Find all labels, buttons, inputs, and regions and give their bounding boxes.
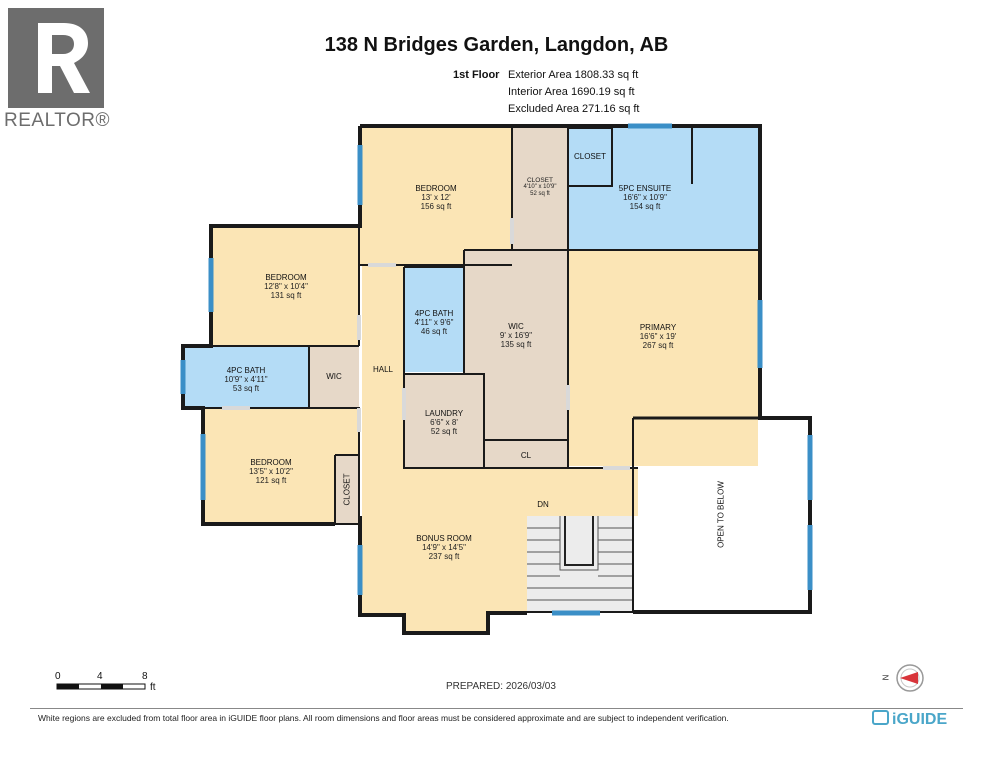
scale-bar	[56, 683, 146, 690]
room-name: 4PC BATH	[414, 309, 454, 318]
room-dims: 4'10" x 10'9"	[523, 184, 557, 190]
footer-divider	[30, 708, 963, 709]
room-area: 135 sq ft	[500, 340, 532, 349]
room-bedroom-top: BEDROOM 13' x 12' 156 sq ft	[400, 184, 472, 211]
room-bedroom-left: BEDROOM 12'8" x 10'4" 131 sq ft	[246, 273, 326, 300]
room-closet-small: CLOSET 4'10" x 10'9" 52 sq ft	[512, 177, 568, 198]
room-laundry: LAUNDRY 6'6" x 8' 52 sq ft	[404, 409, 484, 436]
room-area: 237 sq ft	[428, 552, 460, 561]
compass-icon	[896, 664, 924, 692]
room-dims: 12'8" x 10'4"	[264, 282, 308, 291]
iguide-logo: iGUIDE	[872, 710, 947, 729]
cl-fill	[484, 440, 568, 468]
room-name: WIC	[508, 322, 524, 331]
page-title: 138 N Bridges Garden, Langdon, AB	[324, 34, 669, 56]
room-name: BEDROOM	[415, 184, 457, 193]
room-area: 52 sq ft	[530, 191, 550, 197]
room-dims: 16'6" x 19'	[639, 332, 677, 341]
room-name: CL	[520, 451, 532, 460]
landing-fill	[362, 468, 638, 516]
room-area: 131 sq ft	[270, 291, 302, 300]
footer-disclaimer: White regions are excluded from total fl…	[38, 713, 729, 723]
bedroom-left-fill	[213, 226, 359, 346]
room-dims: 16'6" x 10'9"	[623, 193, 667, 202]
iguide-icon	[872, 710, 889, 725]
exterior-area: Exterior Area 1808.33 sq ft	[508, 69, 639, 81]
room-name: BEDROOM	[265, 273, 307, 282]
room-area: 154 sq ft	[629, 202, 661, 211]
room-wic-small: WIC	[309, 372, 359, 381]
room-primary: PRIMARY 16'6" x 19' 267 sq ft	[618, 323, 698, 350]
room-dims: 9' x 16'9"	[499, 331, 533, 340]
wic-small-fill	[309, 346, 359, 408]
room-name: WIC	[326, 372, 342, 381]
room-name: HALL	[372, 365, 393, 374]
room-closet-vertical: CLOSET	[343, 460, 352, 520]
room-area: 156 sq ft	[420, 202, 452, 211]
room-name: CLOSET	[342, 473, 352, 506]
room-dims: 10'9" x 4'11"	[224, 375, 268, 384]
room-hall: HALL	[362, 365, 404, 374]
room-name: OPEN TO BELOW	[716, 481, 726, 548]
room-dims: 4'11" x 9'6"	[414, 318, 454, 327]
room-name: 4PC BATH	[226, 366, 266, 375]
scale-label-0: 0	[55, 671, 61, 682]
closet-small-fill	[512, 128, 568, 250]
stairs-down-label: DN	[528, 500, 558, 509]
compass-label: N	[881, 674, 891, 681]
primary-fill	[568, 250, 758, 466]
room-name: LAUNDRY	[424, 409, 464, 418]
room-bonus: BONUS ROOM 14'9" x 14'5" 237 sq ft	[404, 534, 484, 561]
door-openings	[222, 218, 630, 470]
scale-label-4: 4	[97, 671, 103, 682]
realtor-logo	[8, 8, 104, 108]
room-dims: 13'5" x 10'2"	[249, 467, 293, 476]
room-name: CLOSET	[573, 152, 606, 161]
bath-center-fill	[404, 267, 464, 372]
room-name: DN	[537, 500, 549, 509]
prepared-date: PREPARED: 2026/03/03	[446, 681, 556, 692]
windows	[180, 123, 813, 616]
room-name: 5PC ENSUITE	[618, 184, 672, 193]
bath-left-fill	[183, 346, 309, 408]
room-area: 53 sq ft	[232, 384, 260, 393]
scale-label-8: 8	[142, 671, 148, 682]
room-cl: CL	[484, 451, 568, 460]
iguide-wordmark: iGUIDE	[892, 711, 948, 728]
staircase	[527, 516, 633, 601]
room-area: 46 sq ft	[420, 327, 448, 336]
room-ensuite: 5PC ENSUITE 16'6" x 10'9" 154 sq ft	[605, 184, 685, 211]
floor-label: 1st Floor	[453, 69, 500, 81]
room-name: BEDROOM	[250, 458, 292, 467]
bedroom-top-fill	[360, 128, 512, 265]
room-name: PRIMARY	[639, 323, 677, 332]
scale-unit: ft	[150, 682, 156, 693]
room-bath-left: 4PC BATH 10'9" x 4'11" 53 sq ft	[206, 366, 286, 393]
room-dims: 14'9" x 14'5"	[422, 543, 466, 552]
room-name: CLOSET	[526, 177, 553, 184]
interior-area: Interior Area 1690.19 sq ft	[508, 86, 635, 98]
excluded-area: Excluded Area 271.16 sq ft	[508, 103, 640, 115]
room-bedroom-bottom: BEDROOM 13'5" x 10'2" 121 sq ft	[231, 458, 311, 485]
room-area: 121 sq ft	[255, 476, 287, 485]
bedroom-bottom-fill	[203, 408, 359, 523]
room-wic-main: WIC 9' x 16'9" 135 sq ft	[474, 322, 558, 349]
room-bath-center: 4PC BATH 4'11" x 9'6" 46 sq ft	[404, 309, 464, 336]
bonus-fill	[362, 516, 527, 632]
closet-vertical-fill	[335, 455, 359, 523]
open-to-below: OPEN TO BELOW	[717, 465, 726, 565]
room-dims: 13' x 12'	[421, 193, 451, 202]
realtor-r-icon	[38, 23, 90, 93]
room-fills	[183, 127, 758, 632]
room-area: 267 sq ft	[642, 341, 674, 350]
realtor-wordmark: REALTOR®	[4, 110, 110, 131]
room-dims: 6'6" x 8'	[430, 418, 458, 427]
room-name: BONUS ROOM	[416, 534, 472, 543]
room-area: 52 sq ft	[430, 427, 458, 436]
laundry-fill	[404, 374, 484, 468]
room-closet-ensuite: CLOSET	[568, 152, 612, 161]
